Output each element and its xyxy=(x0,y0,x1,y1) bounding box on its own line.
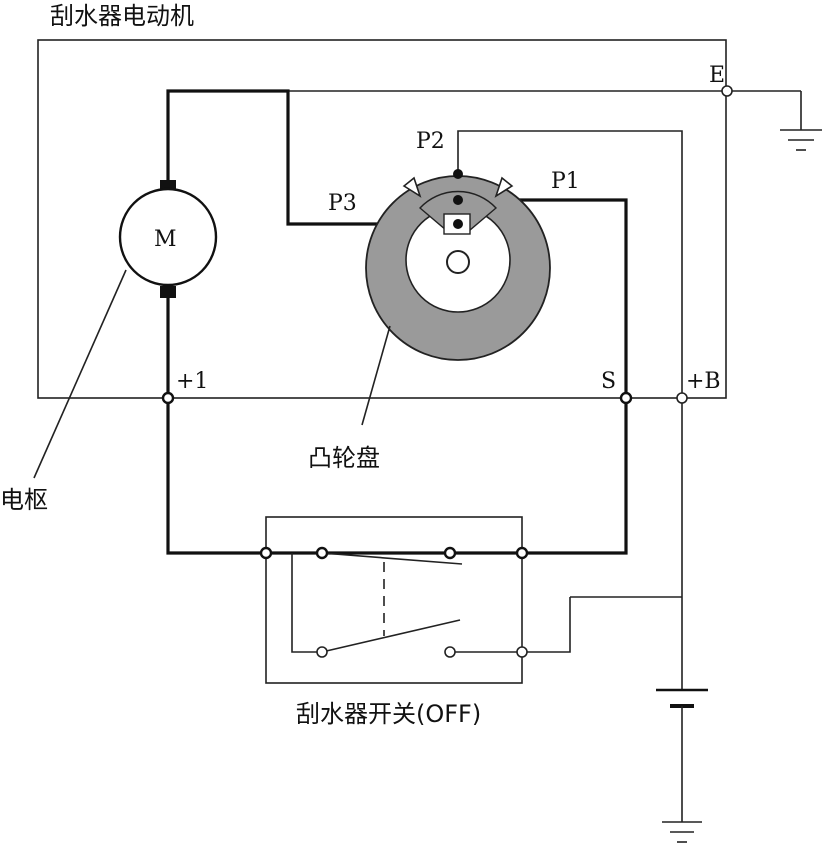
armature-label: 电枢 xyxy=(0,486,48,514)
contact-p2-label: P2 xyxy=(416,129,445,154)
switch-node-6 xyxy=(444,646,456,658)
cam-disc-label: 凸轮盘 xyxy=(308,444,380,472)
plus1-to-switch-wire xyxy=(166,398,522,555)
terminal-e-node xyxy=(721,85,733,97)
switch-node-5 xyxy=(316,646,328,658)
motor xyxy=(118,180,218,398)
terminal-s-node xyxy=(619,391,633,405)
wiper-switch-box xyxy=(265,516,523,684)
armature-leader xyxy=(33,269,127,479)
s-to-switch-wire xyxy=(522,398,628,555)
switch-node-3 xyxy=(443,546,457,560)
switch-contacts xyxy=(291,552,522,653)
wiper-switch-label: 刮水器开关(OFF) xyxy=(296,700,481,728)
contact-p2-dot xyxy=(453,169,463,179)
contact-p3-label: P3 xyxy=(328,191,357,216)
p2-wire xyxy=(457,130,683,398)
terminal-s-label: S xyxy=(601,369,616,394)
switch-node-2 xyxy=(315,546,329,560)
contact-p1-dot xyxy=(453,195,463,205)
switch-node-7 xyxy=(516,646,528,658)
motor-title: 刮水器电动机 xyxy=(50,2,194,30)
motor-symbol: M xyxy=(154,227,177,252)
ground-e-wire xyxy=(168,90,822,151)
battery-wire xyxy=(522,398,683,690)
motor-housing-box xyxy=(37,39,727,399)
terminal-plus1-node xyxy=(161,391,175,405)
battery xyxy=(656,688,708,843)
contact-p3-dot xyxy=(453,219,463,229)
switch-node-4 xyxy=(515,546,529,560)
switch-node-1 xyxy=(259,546,273,560)
terminal-plusb-node xyxy=(676,392,688,404)
cam-disc-leader xyxy=(361,325,391,426)
terminal-e-label: E xyxy=(709,63,725,88)
p3-wire xyxy=(166,89,458,226)
terminal-plusb-label: +B xyxy=(686,369,721,394)
cam-disc xyxy=(365,175,551,361)
contact-p1-label: P1 xyxy=(551,169,580,194)
terminal-plus1-label: +1 xyxy=(176,369,208,394)
